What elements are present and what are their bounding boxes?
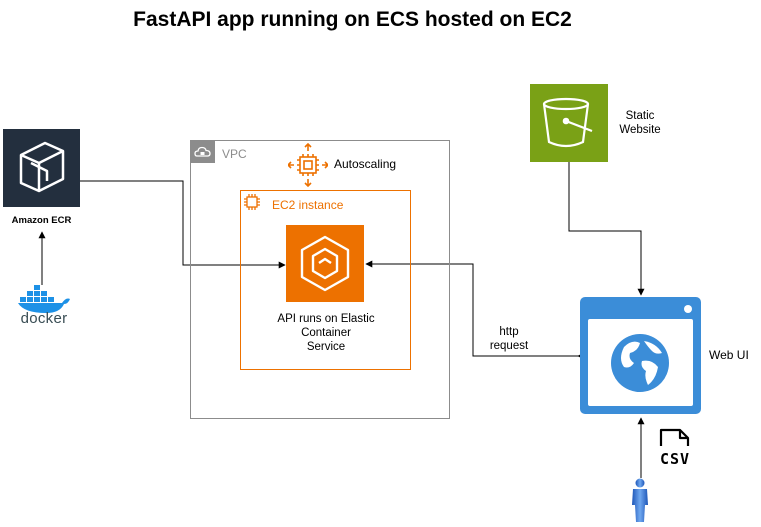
ecs-label-line3: Service (306, 341, 346, 353)
ec2-badge (241, 191, 263, 213)
ec2-instance-group: EC2 instance (240, 190, 411, 370)
csv-node: CSV (656, 428, 694, 470)
webui-label: Web UI (709, 348, 749, 362)
amazon-ecr-icon (3, 129, 80, 207)
ecr-node (3, 129, 80, 207)
ec2-chip-icon (244, 194, 260, 210)
cloud-icon (194, 146, 211, 157)
edge-webui-to-ecs (365, 260, 585, 360)
edge-label-line1: http (499, 326, 519, 338)
ecs-label: API runs on Elastic Container Service (256, 312, 396, 354)
autoscaling-label: Autoscaling (334, 157, 397, 171)
vpc-group: VPC (190, 140, 450, 419)
ecr-label: Amazon ECR (11, 215, 72, 226)
s3-label-line1: Static (625, 110, 655, 122)
s3-node (530, 84, 608, 162)
edge-label-line2: request (489, 340, 529, 352)
diagram-title: FastAPI app running on ECS hosted on EC2 (133, 8, 572, 31)
docker-label: docker (20, 310, 68, 327)
ec2-label: EC2 instance (272, 198, 344, 212)
web-browser-globe-icon (580, 297, 701, 414)
ecs-node (286, 225, 364, 302)
user-person-icon (632, 478, 648, 522)
autoscaling-node (286, 142, 330, 188)
http-request-label: http request (479, 325, 539, 353)
csv-file-icon (659, 428, 690, 446)
s3-label-line2: Website (619, 124, 661, 136)
vpc-label: VPC (222, 147, 247, 161)
user-node (629, 478, 651, 522)
ecs-icon (286, 225, 364, 302)
s3-bucket-icon (530, 84, 608, 162)
docker-whale-icon (18, 285, 70, 313)
autoscaling-icon (286, 142, 330, 188)
ecs-label-line2: Container (301, 327, 351, 339)
edge-ecr-to-ecs (80, 180, 286, 269)
docker-node: docker (16, 283, 72, 329)
csv-label: CSV (659, 450, 691, 468)
webui-node (580, 297, 701, 414)
edge-s3-to-webui (568, 162, 645, 296)
ecs-label-line1: API runs on Elastic (277, 313, 375, 325)
s3-label: Static Website (611, 109, 669, 137)
vpc-badge (191, 141, 215, 163)
